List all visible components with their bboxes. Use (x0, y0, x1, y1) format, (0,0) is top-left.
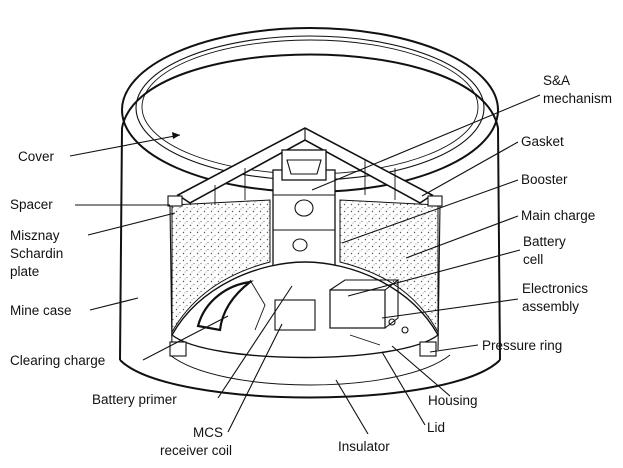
label-mcs-2: receiver coil (160, 443, 232, 458)
pressure-ring-right (419, 341, 437, 357)
label-battery-primer: Battery primer (92, 392, 177, 407)
spacer-right (427, 195, 443, 207)
label-misznay-schardin-2: Schardin (10, 246, 63, 261)
label-booster: Booster (521, 172, 568, 187)
label-electronics-1: Electronics (522, 281, 588, 296)
label-clearing-charge: Clearing charge (10, 353, 105, 368)
label-spacer: Spacer (10, 197, 53, 212)
label-battery-2: cell (523, 252, 543, 267)
label-pressure-ring: Pressure ring (482, 338, 562, 353)
label-cover: Cover (18, 149, 55, 164)
electronics-assembly-shape (249, 279, 409, 346)
label-mcs-1: MCS (193, 425, 223, 440)
label-sa-1: S&A (543, 73, 570, 88)
label-insulator: Insulator (338, 439, 390, 454)
label-misznay-schardin-3: plate (10, 264, 39, 279)
label-mine-case: Mine case (10, 303, 72, 318)
label-lid: Lid (427, 420, 445, 435)
label-electronics-2: assembly (522, 299, 579, 314)
mine-bottom-outline (119, 359, 501, 399)
label-housing: Housing (428, 393, 478, 408)
label-sa-2: mechanism (543, 91, 612, 106)
label-battery-1: Battery (523, 234, 566, 249)
main-charge-left (171, 199, 271, 334)
mine-body (119, 27, 501, 399)
sa-mechanism (272, 149, 336, 271)
leader-lines (69, 94, 541, 435)
label-main-charge: Main charge (521, 208, 595, 223)
mine-case-outline (121, 53, 501, 361)
label-gasket: Gasket (521, 134, 564, 149)
label-misznay-schardin-1: Misznay (10, 228, 60, 243)
pressure-ring-left (169, 341, 187, 357)
labels: Cover Spacer Misznay Schardin plate Mine… (10, 73, 612, 458)
spacer-left (167, 195, 183, 207)
